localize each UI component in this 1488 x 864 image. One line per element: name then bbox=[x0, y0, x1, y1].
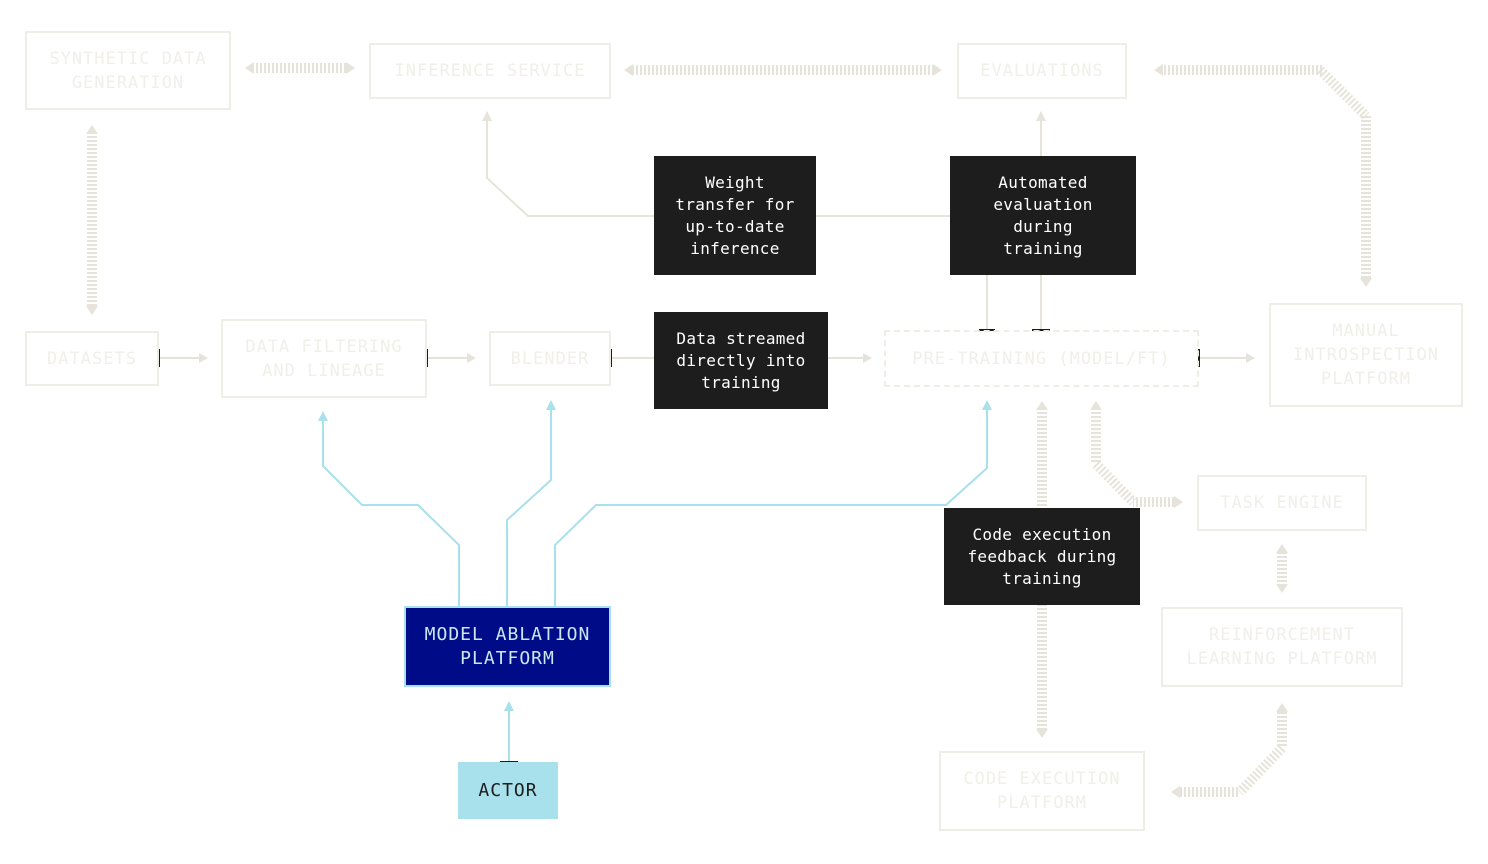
inference-service-node[interactable]: INFERENCE SERVICE bbox=[369, 43, 611, 99]
actor-node[interactable]: ACTOR bbox=[458, 762, 558, 819]
pre-training-node[interactable]: PRE-TRAINING (MODEL/FT) bbox=[884, 330, 1199, 387]
automated-evaluation-note: Automated evaluation during training bbox=[950, 156, 1136, 275]
model-ablation-platform-node[interactable]: MODEL ABLATION PLATFORM bbox=[404, 606, 611, 687]
data-filtering-node[interactable]: DATA FILTERING AND LINEAGE bbox=[221, 319, 427, 398]
task-engine-node[interactable]: TASK ENGINE bbox=[1197, 475, 1367, 531]
code-execution-platform-node[interactable]: CODE EXECUTION PLATFORM bbox=[939, 751, 1145, 831]
synthetic-data-generation-node[interactable]: SYNTHETIC DATA GENERATION bbox=[25, 31, 231, 110]
faded-arrowheads bbox=[199, 111, 1255, 363]
manual-introspection-node[interactable]: MANUAL INTROSPECTION PLATFORM bbox=[1269, 303, 1463, 407]
reinforcement-learning-platform-node[interactable]: REINFORCEMENT LEARNING PLATFORM bbox=[1161, 607, 1403, 687]
datasets-node[interactable]: DATASETS bbox=[25, 331, 159, 386]
code-execution-feedback-note: Code execution feedback during training bbox=[944, 508, 1140, 605]
blender-node[interactable]: BLENDER bbox=[489, 331, 611, 386]
weight-transfer-note: Weight transfer for up-to-date inference bbox=[654, 156, 816, 275]
evaluations-node[interactable]: EVALUATIONS bbox=[957, 43, 1127, 99]
highlight-connectors bbox=[322, 410, 988, 762]
data-streamed-note: Data streamed directly into training bbox=[654, 312, 828, 409]
highlight-arrowheads bbox=[318, 400, 992, 711]
